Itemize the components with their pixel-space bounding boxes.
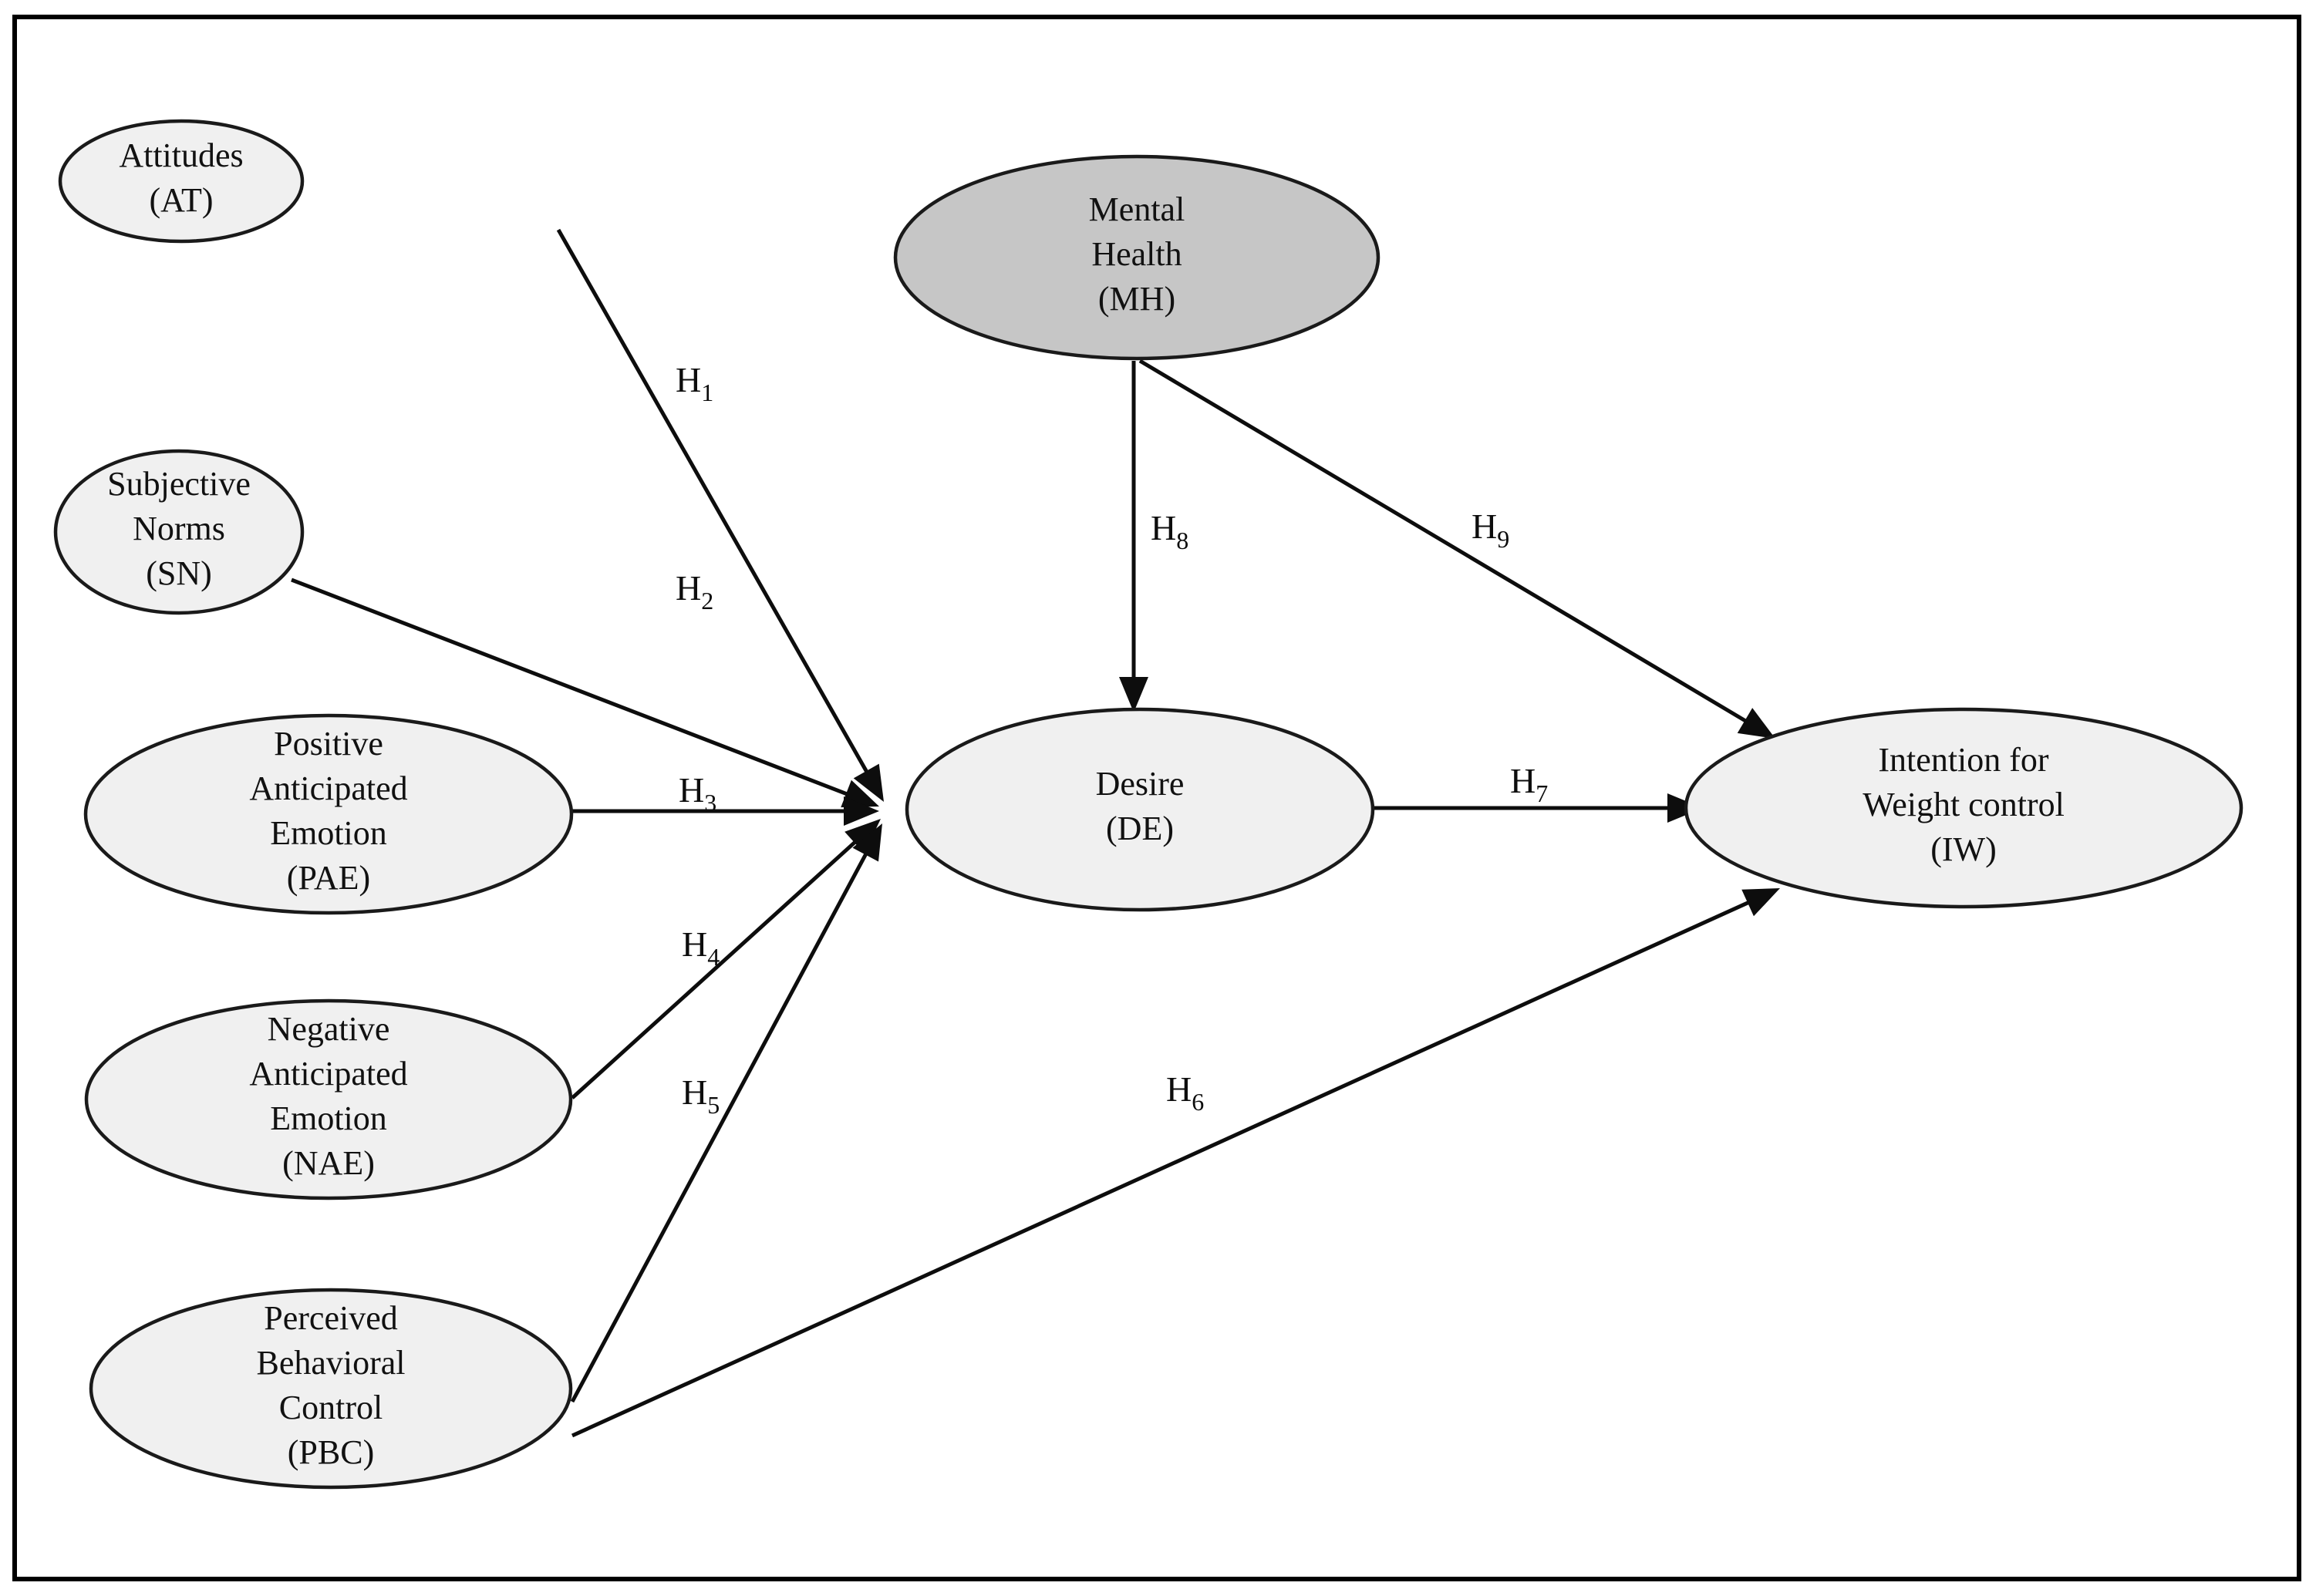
edges-layer xyxy=(291,228,1780,1438)
edge-perceived-behavioral-control-to-intention-line xyxy=(571,898,1755,1438)
figure-border xyxy=(12,15,2301,1581)
hypothesis-label-h5: H5 xyxy=(682,1072,720,1119)
hypothesis-label-h8: H8 xyxy=(1151,508,1188,554)
edge-subjective-norms-to-desire-line xyxy=(291,577,853,798)
edge-negative-anticipated-emotion-to-desire-line xyxy=(571,837,861,1099)
edge-negative-anticipated-emotion-to-desire[interactable] xyxy=(571,819,881,1099)
node-attitudes-shape xyxy=(58,119,305,244)
hypothesis-label-h1: H1 xyxy=(676,360,713,406)
edge-attitudes-to-desire-arrowhead xyxy=(853,763,884,802)
node-attitudes[interactable]: Attitudes(AT) xyxy=(58,119,305,244)
hypothesis-label-h2: H2 xyxy=(676,568,713,614)
edge-mental-health-to-desire-arrowhead xyxy=(1119,677,1148,712)
edge-perceived-behavioral-control-to-desire-line xyxy=(570,848,871,1403)
hypothesis-label-h9: H9 xyxy=(1472,507,1509,553)
edge-mental-health-to-intention[interactable] xyxy=(1138,359,1775,739)
edge-positive-anticipated-emotion-to-desire-arrowhead xyxy=(844,796,879,826)
edge-perceived-behavioral-control-to-intention-arrowhead xyxy=(1741,888,1780,917)
edge-mental-health-to-desire[interactable] xyxy=(1119,361,1148,712)
hypothesis-label-h6: H6 xyxy=(1166,1069,1204,1116)
edge-attitudes-to-desire[interactable] xyxy=(556,228,884,802)
edge-positive-anticipated-emotion-to-desire[interactable] xyxy=(571,796,879,826)
edge-desire-to-intention[interactable] xyxy=(1374,793,1703,823)
edge-mental-health-to-intention-arrowhead xyxy=(1737,708,1775,739)
edge-negative-anticipated-emotion-to-desire-arrowhead xyxy=(844,819,881,854)
node-perceived-behavioral-control-shape xyxy=(89,1288,573,1490)
edge-attitudes-to-desire-line xyxy=(556,228,871,778)
node-desire-shape xyxy=(905,707,1375,912)
node-negative-anticipated-emotion-shape xyxy=(84,998,573,1200)
hypothesis-label-h7: H7 xyxy=(1510,761,1548,807)
node-mental-health-shape xyxy=(893,154,1380,361)
edge-perceived-behavioral-control-to-intention[interactable] xyxy=(571,888,1780,1438)
node-positive-anticipated-emotion-shape xyxy=(83,713,574,915)
hypothesis-label-h4: H4 xyxy=(682,924,720,971)
node-subjective-norms-shape xyxy=(53,449,305,615)
edge-perceived-behavioral-control-to-desire[interactable] xyxy=(570,823,882,1403)
node-intention-for-weight-control-shape xyxy=(1684,707,2244,909)
node-desire[interactable]: Desire(DE) xyxy=(905,707,1375,912)
edge-perceived-behavioral-control-to-desire-arrowhead xyxy=(852,823,882,862)
edge-mental-health-to-intention-line xyxy=(1138,359,1751,726)
